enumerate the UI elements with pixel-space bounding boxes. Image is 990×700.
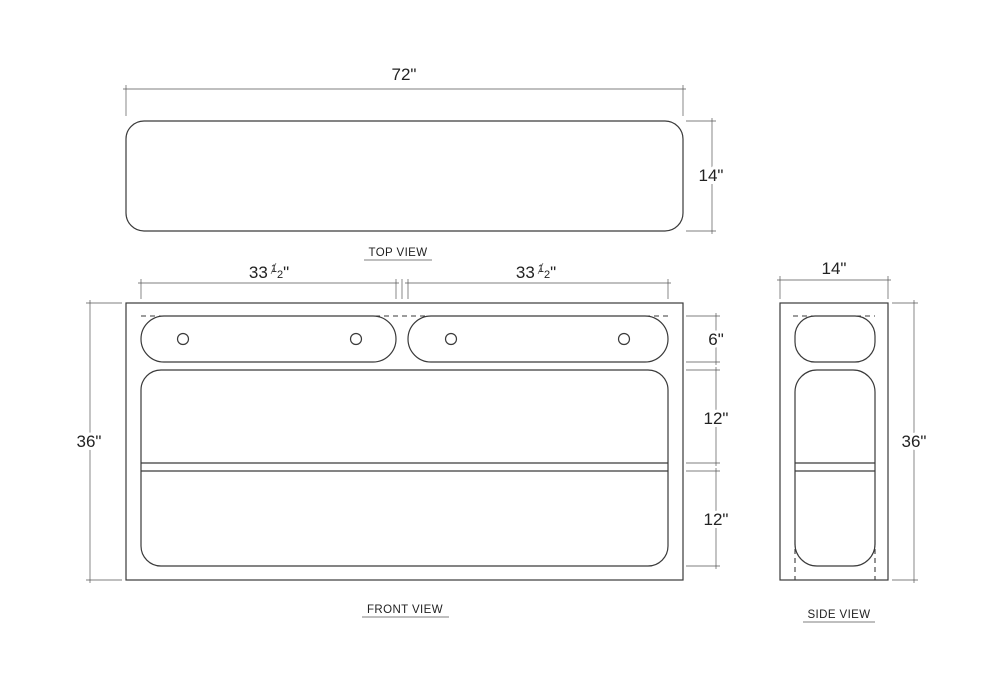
top-depth-label: 14" <box>699 166 724 185</box>
front-section-dimensions <box>686 313 720 569</box>
drawer-height-label: 6" <box>708 330 724 349</box>
top-depth-dimension <box>686 118 716 234</box>
upper-shelf-height-label: 12" <box>704 409 729 428</box>
top-view-outline <box>125 120 684 232</box>
side-drawer <box>794 315 876 363</box>
side-height-dimension <box>892 300 918 583</box>
side-view-frame <box>779 302 889 581</box>
right-drawer-pull-left <box>444 332 458 346</box>
left-drawer-pull-left <box>176 332 190 346</box>
lower-shelf-height-label: 12" <box>704 510 729 529</box>
right-drawer <box>407 315 669 363</box>
side-shelf-opening <box>794 369 876 567</box>
top-width-label: 72" <box>392 65 417 84</box>
side-depth-label: 14" <box>822 259 847 278</box>
open-shelf-opening <box>140 369 669 567</box>
side-depth-dimension <box>777 276 891 299</box>
side-view: 14" 36" SIDE VIEW <box>777 259 929 623</box>
side-height-label: 36" <box>902 432 927 451</box>
right-drawer-pull-right <box>617 332 631 346</box>
top-width-dimension <box>123 85 686 116</box>
front-height-label: 36" <box>77 432 102 451</box>
left-fraction-bar <box>270 262 277 275</box>
left-drawer <box>140 315 397 363</box>
top-view-caption: TOP VIEW <box>368 247 427 259</box>
front-height-dimension <box>86 300 122 583</box>
right-fraction-bar <box>537 262 544 275</box>
front-view-caption: FRONT VIEW <box>367 604 443 616</box>
top-view: 72" 14" TOP VIEW <box>123 65 726 261</box>
front-drawer-width-dimensions <box>138 279 671 299</box>
side-view-caption: SIDE VIEW <box>807 609 870 621</box>
left-drawer-pull-right <box>349 332 363 346</box>
front-view-frame <box>125 302 684 581</box>
